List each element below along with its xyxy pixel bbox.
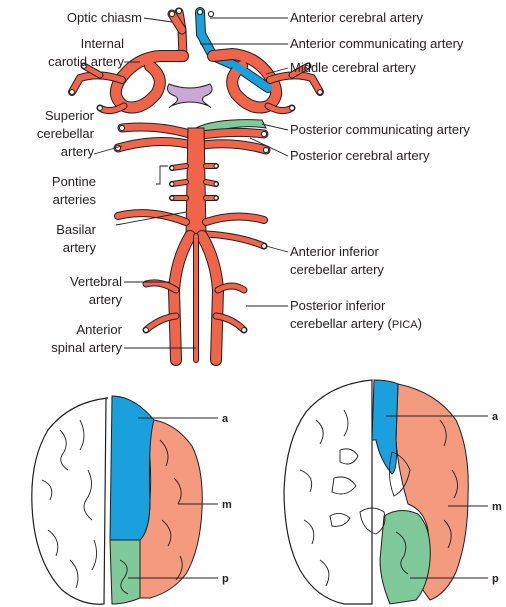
vertebral-label-line1: Vertebral bbox=[70, 274, 122, 289]
right-view-posterior-territory bbox=[380, 510, 430, 604]
optic-chiasm-label: Optic chiasm bbox=[67, 10, 142, 25]
right-view-label-m: m bbox=[492, 501, 502, 513]
right-brain-territory-map: a m p bbox=[284, 380, 502, 604]
pica-abbrev: PICA bbox=[392, 319, 418, 331]
left-view-label-p: p bbox=[222, 573, 229, 585]
superior-cerebellar-label-line2: cerebellar bbox=[37, 126, 95, 141]
optic-chiasm-shape bbox=[167, 84, 212, 107]
internal-carotid-label-line2: carotid artery bbox=[48, 54, 124, 69]
posterior-cerebral-label: Posterior cerebral artery bbox=[290, 148, 430, 163]
anterior-spinal-label-line2: spinal artery bbox=[51, 340, 122, 355]
left-brain-territory-map: a m p bbox=[32, 396, 232, 604]
right-view-anterior-territory bbox=[372, 380, 398, 474]
pica-label-main: cerebellar artery ( bbox=[290, 316, 393, 331]
basilar-label-line1: Basilar bbox=[56, 222, 96, 237]
left-view-posterior-territory bbox=[110, 540, 140, 604]
right-labels: Anterior cerebral artery Anterior commun… bbox=[290, 10, 470, 331]
aica-label-line1: Anterior inferior bbox=[290, 244, 380, 259]
vertebral-label-line2: artery bbox=[89, 292, 123, 307]
aica-label-line2: cerebellar artery bbox=[290, 262, 384, 277]
pica-label-line2: cerebellar artery (PICA) bbox=[290, 316, 422, 331]
superior-cerebellar-label-line1: Superior bbox=[45, 108, 95, 123]
pontine-label-line1: Pontine bbox=[52, 174, 96, 189]
internal-carotid-label-line1: Internal bbox=[81, 36, 124, 51]
right-view-label-a: a bbox=[492, 411, 499, 423]
pica-label-close: ) bbox=[418, 316, 422, 331]
pontine-label-line2: arteries bbox=[53, 192, 97, 207]
superior-cerebellar-label-line3: artery bbox=[61, 144, 95, 159]
vertebral-arteries bbox=[144, 236, 247, 360]
left-view-label-m: m bbox=[222, 499, 232, 511]
left-view-label-a: a bbox=[222, 413, 229, 425]
anterior-cerebral-label: Anterior cerebral artery bbox=[290, 10, 423, 25]
anterior-spinal-label-line1: Anterior bbox=[76, 322, 122, 337]
basilar-label-line2: artery bbox=[63, 240, 97, 255]
pica-label-line1: Posterior inferior bbox=[290, 298, 386, 313]
right-view-label-p: p bbox=[492, 573, 499, 585]
left-hemisphere-outline bbox=[32, 398, 108, 604]
middle-cerebral-label: Middle cerebral artery bbox=[290, 60, 416, 75]
anterior-communicating-label: Anterior communicating artery bbox=[290, 36, 464, 51]
posterior-communicating-label: Posterior communicating artery bbox=[290, 122, 470, 137]
